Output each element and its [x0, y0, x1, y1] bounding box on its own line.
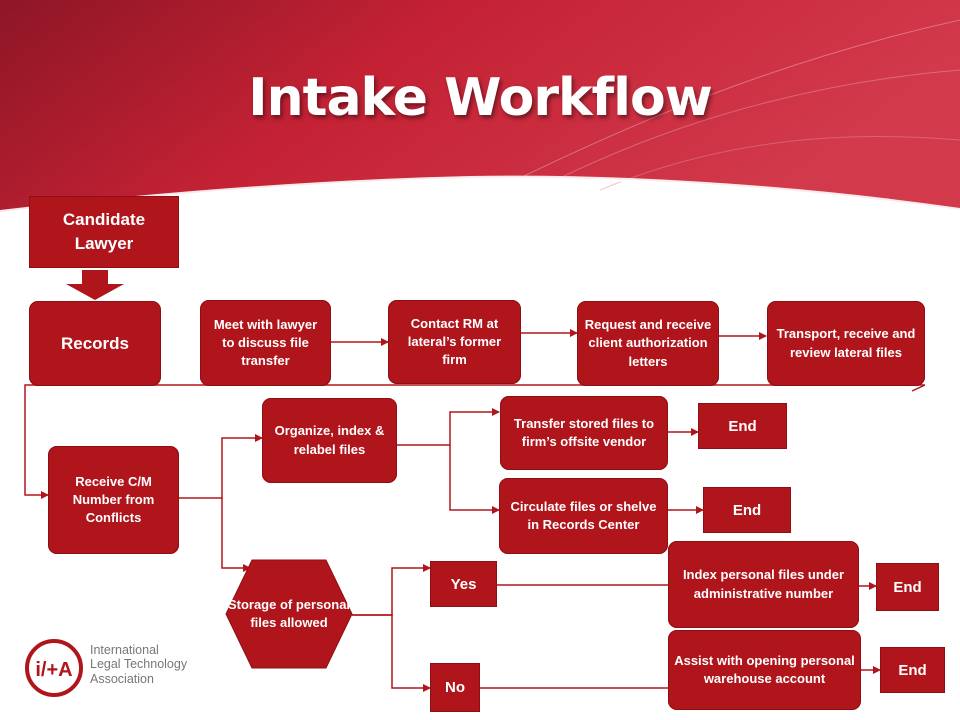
logo-line-1: International — [90, 643, 159, 657]
ilta-logo-icon: i/+A — [25, 639, 83, 697]
end-box-3: End — [876, 563, 939, 611]
logo-line-2: Legal Technology — [90, 657, 188, 672]
circulate-files-box: Circulate files or shelve in Records Cen… — [499, 478, 668, 554]
receive-cm-box: Receive C/M Number from Conflicts — [48, 446, 179, 554]
end-box-4: End — [880, 647, 945, 693]
svg-text:i/+A: i/+A — [35, 659, 72, 681]
transfer-stored-box: Transfer stored files to firm’s offsite … — [500, 396, 668, 470]
logo-line-3: Association — [90, 671, 154, 686]
records-box: Records — [29, 301, 161, 386]
meet-lawyer-box: Meet with lawyer to discuss file transfe… — [200, 300, 331, 386]
assist-warehouse-box: Assist with opening personal warehouse a… — [668, 630, 861, 710]
end-box-1: End — [698, 403, 787, 449]
index-personal-box: Index personal files under administrativ… — [668, 541, 859, 628]
transport-files-box: Transport, receive and review lateral fi… — [767, 301, 925, 386]
page-title: Intake Workflow — [248, 68, 713, 128]
decision-hexagon — [225, 559, 353, 669]
candidate-lawyer-box: Candidate Lawyer — [29, 196, 179, 268]
yes-box: Yes — [430, 561, 497, 607]
no-box: No — [430, 663, 480, 712]
ilta-logo-text: International Legal Technology Associati… — [90, 643, 187, 686]
organize-files-box: Organize, index & relabel files — [262, 398, 397, 483]
request-letters-box: Request and receive client authorization… — [577, 301, 719, 386]
contact-rm-box: Contact RM at lateral’s former firm — [388, 300, 521, 384]
end-box-2: End — [703, 487, 791, 533]
storage-decision-label: Storage of personal files allowed — [227, 596, 351, 630]
